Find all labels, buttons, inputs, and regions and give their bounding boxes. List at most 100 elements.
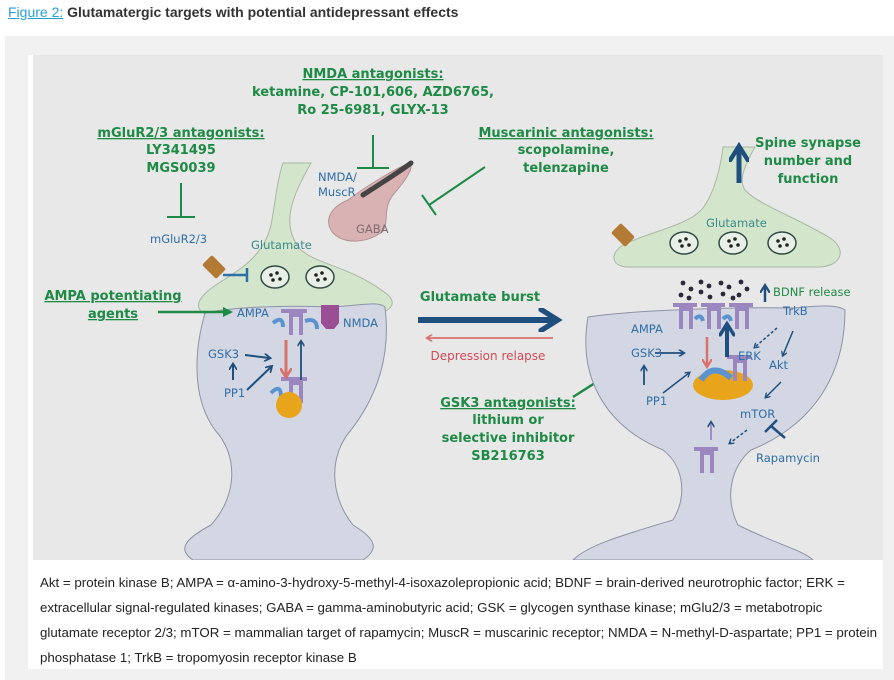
diagram-shape [706,283,712,289]
ampa-receptor-sides [271,317,319,330]
diagram-shape [767,231,797,255]
nmda-antagonists-line2: Ro 25-6981, GLYX-13 [297,103,448,118]
diagram-shape [698,289,704,295]
depression-relapse-label: Depression relapse [431,349,546,363]
diagram-shape [718,231,748,255]
ampa-receptor [673,303,697,329]
camkii-circle [276,392,302,418]
muscarinic-antagonists-line1: scopolamine, [518,143,615,158]
diagram-shape [693,314,733,322]
diagram-shape [736,292,742,298]
diagram-shape [244,355,269,358]
diagram-shape [785,243,789,247]
diagram-shape [678,292,684,298]
diagram-shape [707,294,713,300]
nmda-label-left: NMDA [343,316,378,330]
gaba-terminal [328,162,412,242]
diagram-shape [686,295,692,301]
ampa-receptor-internal [281,377,307,403]
ampa-label-left: AMPA [237,306,269,320]
diagram-shape [260,265,290,289]
diagram-shape [323,277,327,281]
diagram-shape [782,237,786,241]
diagram-shape [278,277,282,281]
gsk3-label-left: GSK3 [208,347,239,361]
diagram-shape [269,273,273,277]
glutamate-label-right: Glutamate [706,216,767,230]
abbreviations-caption: Akt = protein kinase B; AMPA = α-amino-3… [40,575,878,665]
camkii-ellipse [693,370,753,400]
bdnf-label: BDNF release [773,285,851,299]
mglur-antagonists-line2: MGS0039 [146,161,215,176]
nmda-antagonists-heading: NMDA antagonists: [302,67,443,82]
diagram-shape [736,243,740,247]
diagram-shape [744,286,750,292]
glutamate-label-left: Glutamate [251,238,312,252]
mglur-receptor [202,255,226,279]
vesicle [260,265,290,289]
figure-heading: Figure 2: Glutamatergic targets with pot… [8,4,458,20]
diagram-shape [688,286,694,292]
diagram-shape [726,284,732,290]
ampa-label-right: AMPA [631,322,663,336]
gsk3-antagonists-heading: GSK3 antagonists: [440,396,576,411]
diagram-shape [698,279,704,285]
diagram-shape [246,367,271,391]
mglur-antagonists-line1: LY341495 [146,143,216,158]
trkb-label: TrkB [782,304,808,318]
gsk3-antagonists-line3: SB216763 [471,449,545,464]
diagram-shape [766,381,782,397]
pp1-label-right: PP1 [646,394,667,408]
diagram-shape [738,279,744,285]
gsk3-label-right: GSK3 [631,346,662,360]
diagram-shape [316,278,320,282]
diagram-shape [778,244,782,248]
muscarinic-antagonists-line2: telenzapine [523,161,609,176]
spine-synapse-line3: function [778,172,839,187]
figure-title: Glutamatergic targets with potential ant… [67,4,459,20]
diagram-shape [727,239,731,243]
postsynaptic-spine-right [571,305,846,561]
diagram-shape [305,265,335,289]
diagram-shape [687,243,691,247]
ampa-receptor [729,303,753,329]
diagram-shape [733,237,737,241]
mglur-label: mGluR2/3 [150,232,207,246]
released-glutamate [678,279,750,301]
diagram-shape [678,239,682,243]
diagram-shape [271,278,275,282]
diagram-shape [320,271,324,275]
mglur-antagonists-heading: mGluR2/3 antagonists: [97,126,264,141]
diagram-shape [764,419,778,433]
erk-label: ERK [738,349,761,363]
ampa-receptor-stem [694,447,718,473]
pp1-label-left: PP1 [224,386,245,400]
diagram-shape [729,244,733,248]
gaba-label: GABA [356,222,389,236]
diagram-image: NMDA antagonists: ketamine, CP-101,606, … [33,55,883,561]
diagram-shape [718,280,724,286]
mglur-receptor [611,223,635,247]
spine-synapse-line2: number and [764,154,852,169]
glutamate-burst-label: Glutamate burst [420,290,540,305]
diagram-shape [421,194,437,216]
diagram-shape [776,239,780,243]
rapamycin-inhibit [770,425,786,439]
diagram-shape [314,273,318,277]
vesicle [305,265,335,289]
muscarinic-antagonists-heading: Muscarinic antagonists: [478,126,653,141]
diagram-shape [684,237,688,241]
vesicle [669,231,699,255]
diagram-shape [275,271,279,275]
ampa-potentiating-line1: AMPA potentiating [44,289,181,304]
diagram-shape [662,373,689,394]
vesicle [767,231,797,255]
ampa-receptor [281,309,307,335]
gsk3-antagonists-line1: lithium or [472,413,544,428]
diagram-shape [669,231,699,255]
diagram-shape [680,244,684,248]
diagram-shape [783,330,794,355]
akt-label: Akt [769,358,789,372]
vesicle [718,231,748,255]
figure-link[interactable]: Figure 2: [8,4,64,20]
